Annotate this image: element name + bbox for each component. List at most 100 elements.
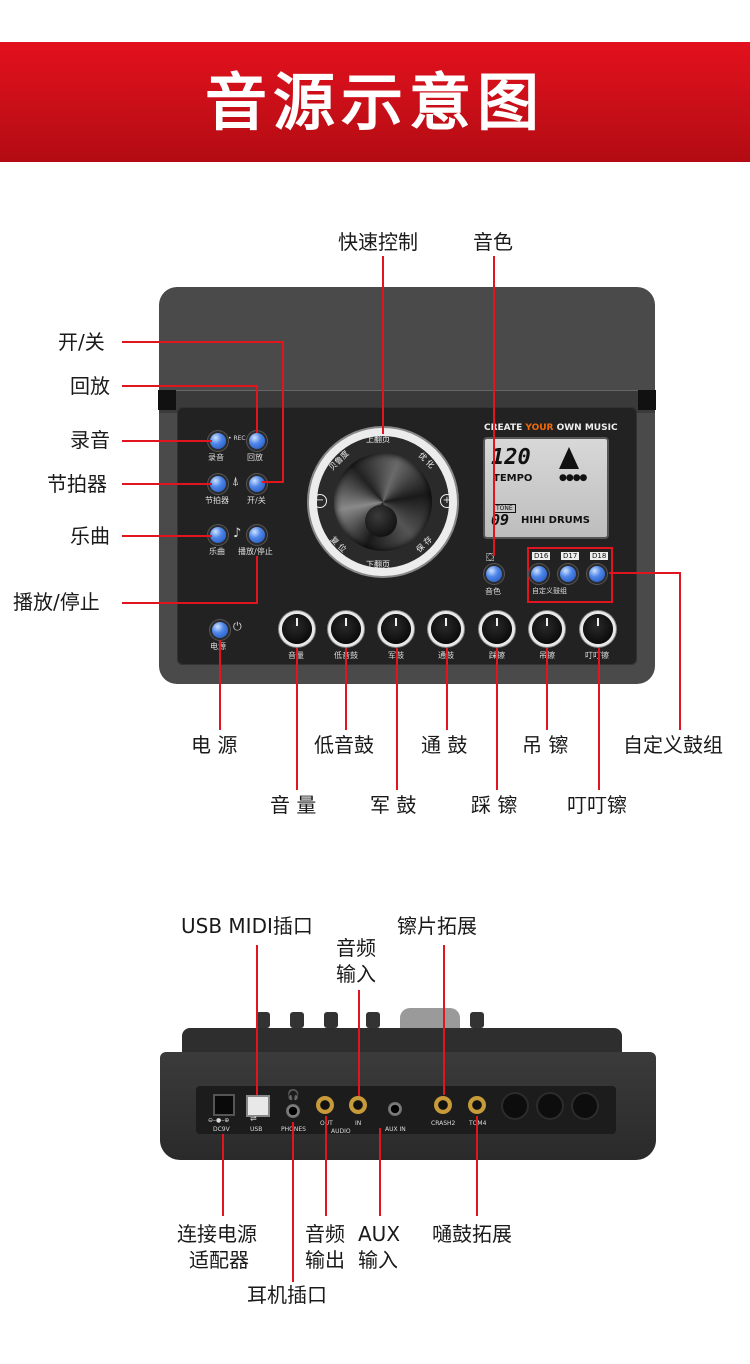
- music-note-icon: ♪: [233, 526, 242, 541]
- lcd-tone-number: 09: [491, 511, 510, 529]
- power-icon: ⏻: [233, 620, 242, 633]
- d18-button[interactable]: [589, 566, 605, 582]
- hinge-right: [638, 390, 656, 410]
- custom-kit-group: [527, 547, 613, 603]
- blank-port-2: [538, 1094, 562, 1118]
- crash-knob[interactable]: [532, 614, 562, 644]
- power-label: 电源: [210, 642, 226, 651]
- tone-button[interactable]: [486, 566, 502, 582]
- in-label: IN: [355, 1120, 362, 1127]
- label-custom-kit: 自定义鼓组: [623, 733, 723, 757]
- leader-playback-v: [256, 385, 258, 433]
- play-stop-button[interactable]: [249, 527, 265, 543]
- label-tom-exp: 嗵鼓拓展: [432, 1222, 512, 1246]
- leader-record: [122, 440, 212, 442]
- ride-knob[interactable]: [583, 614, 613, 644]
- song-button[interactable]: [210, 527, 226, 543]
- leader-aux: [379, 1128, 381, 1216]
- label-metronome: 节拍器: [47, 472, 107, 496]
- leader-power: [219, 640, 221, 730]
- dc-polarity-icon: ⊖–●–⊕: [208, 1117, 230, 1124]
- beat-dots-icon: ●●●●: [559, 473, 587, 483]
- label-hihat: 踩 镲: [471, 793, 518, 817]
- leader-audio-out: [325, 1116, 327, 1216]
- aux-in-jack[interactable]: [388, 1102, 402, 1116]
- label-tom: 通 鼓: [421, 733, 468, 757]
- leader-power-toggle-h: [122, 341, 284, 343]
- label-power: 电 源: [191, 733, 238, 757]
- ride-knob-label: 叮叮镲: [585, 651, 609, 660]
- aux-in-label: AUX IN: [385, 1126, 406, 1133]
- snare-knob[interactable]: [381, 614, 411, 644]
- lcd-screen: 120 TEMPO ●●●● TONE 09 HIHI DRUMS: [485, 439, 607, 537]
- phones-jack[interactable]: [286, 1104, 300, 1118]
- metronome-button[interactable]: [210, 476, 226, 492]
- blank-port-1: [503, 1094, 527, 1118]
- leader-quick-control: [382, 256, 384, 434]
- rec-indicator: • REC: [228, 435, 246, 442]
- crash2-jack[interactable]: [434, 1096, 452, 1114]
- audio-label: AUDIO: [331, 1128, 351, 1135]
- audio-in-jack[interactable]: [349, 1096, 367, 1114]
- leader-tom: [446, 648, 448, 730]
- kick-knob[interactable]: [331, 614, 361, 644]
- dc-jack[interactable]: [213, 1094, 235, 1116]
- label-aux-2: 输入: [358, 1248, 398, 1272]
- label-kick: 低音鼓: [314, 733, 374, 757]
- leader-dc: [222, 1134, 224, 1216]
- leader-tom-exp: [476, 1116, 478, 1216]
- playback-button[interactable]: [249, 433, 265, 449]
- tom4-jack[interactable]: [468, 1096, 486, 1114]
- label-audio-in-2: 输入: [336, 962, 376, 986]
- label-headphone: 耳机插口: [247, 1283, 327, 1307]
- headphone-icon: 🎧: [287, 1090, 300, 1101]
- label-dc-adapter-1: 连接电源: [177, 1222, 257, 1246]
- drum-icon: ⛋: [486, 551, 495, 564]
- label-play-stop: 播放/停止: [13, 590, 100, 614]
- leader-metronome: [122, 483, 212, 485]
- lcd-tone-name: HIHI DRUMS: [521, 515, 590, 526]
- leader-volume: [296, 648, 298, 790]
- leader-power-toggle-end: [262, 481, 284, 483]
- blank-port-3: [573, 1094, 597, 1118]
- page-up-button[interactable]: 上翻页: [366, 435, 390, 444]
- minus-button[interactable]: −: [313, 494, 327, 508]
- crash2-label: CRASH2: [431, 1120, 456, 1127]
- d16-button[interactable]: [531, 566, 547, 582]
- usb-label: USB: [250, 1126, 263, 1133]
- label-snare: 军 鼓: [370, 793, 417, 817]
- leader-usb: [256, 945, 258, 1095]
- dc-label: DC9V: [213, 1126, 230, 1133]
- song-label: 乐曲: [209, 547, 225, 556]
- tom-knob[interactable]: [431, 614, 461, 644]
- label-song: 乐曲: [70, 524, 110, 548]
- title-banner: [0, 42, 750, 162]
- label-audio-out-1: 音频: [305, 1222, 345, 1246]
- label-audio-in-1: 音频: [336, 936, 376, 960]
- plus-button[interactable]: +: [440, 494, 454, 508]
- power-toggle-label: 开/关: [247, 496, 266, 505]
- page-title: 音源示意图: [204, 66, 545, 139]
- label-audio-out-2: 输出: [305, 1248, 345, 1272]
- jog-wheel-dimple: [365, 505, 397, 537]
- d17-button[interactable]: [560, 566, 576, 582]
- leader-cymbal-exp: [443, 945, 445, 1095]
- usb-port[interactable]: [246, 1095, 270, 1117]
- volume-knob[interactable]: [282, 614, 312, 644]
- play-stop-label: 播放/停止: [238, 547, 273, 556]
- record-button[interactable]: [210, 433, 226, 449]
- lcd-tempo-label: TEMPO: [493, 473, 533, 484]
- label-cymbal-exp: 镲片拓展: [397, 914, 477, 938]
- d17-tag: D17: [561, 552, 580, 560]
- hihat-knob[interactable]: [482, 614, 512, 644]
- page-down-button[interactable]: 下翻页: [366, 560, 390, 569]
- audio-out-jack[interactable]: [316, 1096, 334, 1114]
- slogan: CREATE YOUR OWN MUSIC: [484, 423, 618, 433]
- leader-phones: [292, 1122, 294, 1282]
- leader-power-toggle-v: [282, 341, 284, 483]
- rear-knob-tops: [250, 1006, 500, 1030]
- power-button[interactable]: [212, 622, 228, 638]
- leader-crash: [546, 648, 548, 730]
- power-toggle-button[interactable]: [249, 476, 265, 492]
- playback-label: 回放: [247, 453, 263, 462]
